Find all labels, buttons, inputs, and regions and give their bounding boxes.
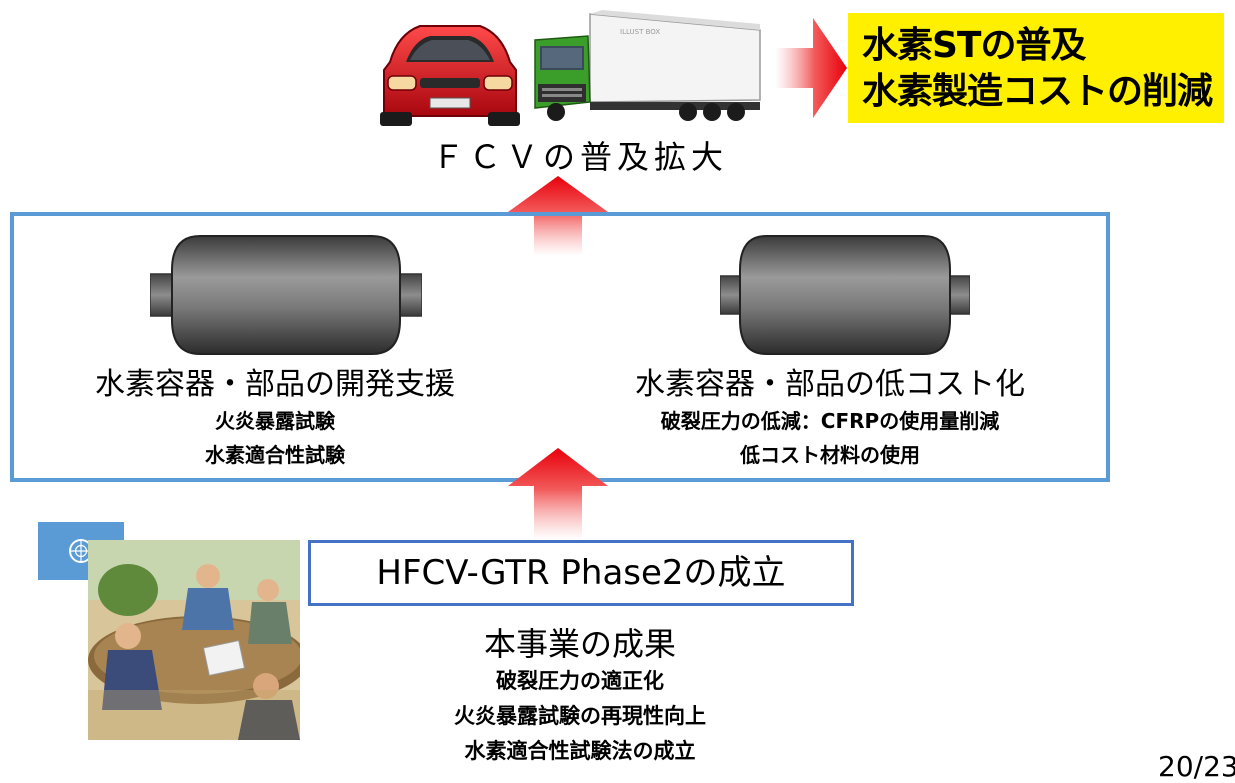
hydrogen-tank-icon: [150, 235, 422, 355]
callout-line-2: 水素製造コストの削減: [862, 71, 1213, 112]
gtr-phase2-box: HFCV-GTR Phase2の成立: [308, 540, 854, 606]
result-item: 火炎暴露試験の再現性向上: [454, 704, 706, 728]
left-item: 水素適合性試験: [205, 443, 345, 467]
left-item: 火炎暴露試験: [215, 409, 335, 433]
truck-icon: ILLUST BOX: [534, 10, 761, 121]
meeting-illustration: [88, 540, 300, 740]
results-title: 本事業の成果: [483, 625, 676, 663]
project-results: 本事業の成果 破裂圧力の適正化 火炎暴露試験の再現性向上 水素適合性試験法の成立: [330, 624, 830, 769]
left-column-title: 水素容器・部品の開発支援: [95, 367, 455, 402]
right-item: 低コスト材料の使用: [740, 443, 920, 467]
right-item: 破裂圧力の低減：CFRPの使用量削減: [660, 409, 1000, 433]
result-item: 破裂圧力の適正化: [496, 669, 664, 693]
red-arrow-icon: [775, 18, 847, 118]
up-arrow-bottom-icon: [508, 448, 608, 540]
fcv-caption: ＦＣＶの普及拡大: [431, 138, 728, 176]
goal-callout: 水素STの普及 水素製造コストの削減: [848, 13, 1224, 123]
vehicles-illustration: ILLUST BOX: [380, 10, 761, 126]
page-number: 20/23: [1158, 750, 1235, 783]
cost-reduction-column: 水素容器・部品の低コスト化 破裂圧力の低減：CFRPの使用量削減 低コスト材料の…: [545, 366, 1115, 472]
development-support-column: 水素容器・部品の開発支援 火炎暴露試験 水素適合性試験: [20, 366, 530, 472]
callout-line-1: 水素STの普及: [862, 25, 1087, 66]
result-item: 水素適合性試験法の成立: [464, 739, 696, 763]
right-column-title: 水素容器・部品の低コスト化: [635, 367, 1025, 402]
hydrogen-tank-icon: [720, 235, 970, 355]
up-arrow-top-icon: [508, 176, 608, 256]
red-car-icon: [380, 25, 520, 126]
truck-panel-label: ILLUST BOX: [620, 28, 660, 36]
